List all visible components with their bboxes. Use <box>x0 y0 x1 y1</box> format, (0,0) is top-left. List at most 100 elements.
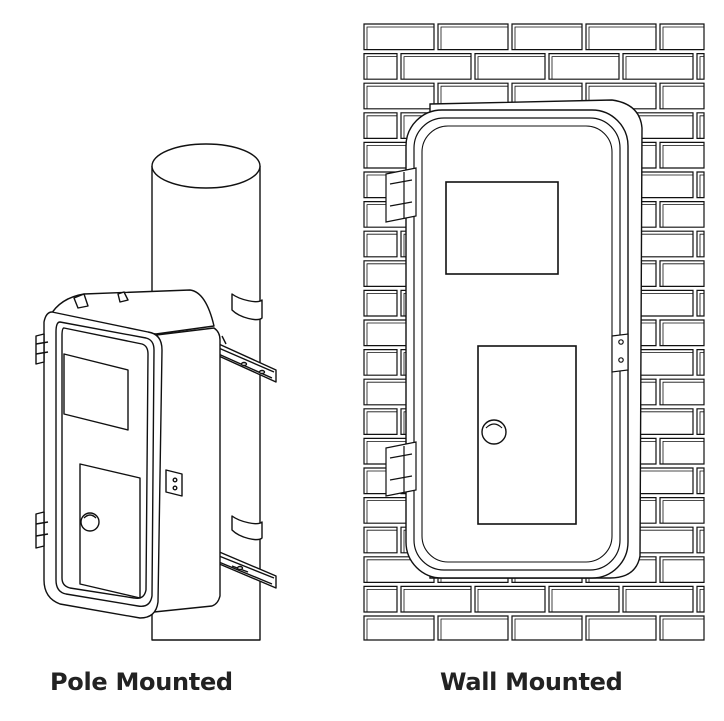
brick-shade <box>699 352 704 376</box>
pole-top <box>151 143 261 189</box>
brick <box>400 53 472 80</box>
brick-shade <box>477 589 545 612</box>
brick <box>511 615 583 641</box>
brick-shade <box>551 56 619 80</box>
brick-shade <box>699 529 704 553</box>
brick-shade <box>440 85 508 109</box>
brick <box>363 112 398 139</box>
brick <box>696 349 705 376</box>
wall-hinge-upper <box>385 167 417 223</box>
brick-shade <box>662 26 704 50</box>
brick <box>659 141 705 169</box>
brick <box>585 615 657 641</box>
brick <box>659 615 705 641</box>
brick-shade <box>662 145 704 168</box>
brick-shade <box>588 26 656 50</box>
pole-enclosure-panel <box>79 463 141 599</box>
brick-shade <box>699 115 704 139</box>
brick-shade <box>366 293 397 316</box>
brick-shade <box>699 174 704 198</box>
pole-enclosure-side <box>147 327 221 613</box>
brick <box>659 556 705 583</box>
brick <box>622 585 694 613</box>
brick-shade <box>699 411 704 435</box>
brick <box>474 585 546 613</box>
brick-shade <box>366 589 397 612</box>
brick-shade <box>440 618 508 640</box>
pole-mounted-caption: Pole Mounted <box>50 668 233 696</box>
brick-shade <box>662 618 704 640</box>
pole-hinge-upper <box>35 333 45 365</box>
brick-shade <box>366 233 397 257</box>
brick-shade <box>699 233 704 257</box>
brick-shade <box>366 56 397 80</box>
brick <box>659 497 705 524</box>
wall-latch <box>611 333 629 373</box>
brick-shade <box>662 500 704 524</box>
brick-shade <box>699 470 704 494</box>
brick <box>659 319 705 347</box>
brick <box>696 112 705 139</box>
brick-shade <box>625 56 693 80</box>
brick <box>437 615 509 641</box>
brick <box>363 585 398 613</box>
brick <box>696 585 705 613</box>
brick <box>548 585 620 613</box>
brick <box>363 23 435 51</box>
brick-shade <box>662 263 704 287</box>
brick <box>659 23 705 51</box>
brick <box>400 585 472 613</box>
brick-shade <box>366 115 397 139</box>
wall-enclosure-window <box>445 181 559 275</box>
brick-shade <box>625 589 693 612</box>
brick-shade <box>588 618 656 640</box>
brick-shade <box>514 85 582 109</box>
brick <box>363 53 398 80</box>
brick-shade <box>366 411 397 435</box>
brick-shade <box>366 529 397 553</box>
brick-shade <box>366 26 434 50</box>
brick <box>659 82 705 110</box>
brick <box>696 230 705 258</box>
brick-shade <box>551 589 619 612</box>
brick-shade <box>440 26 508 50</box>
brick-shade <box>366 618 434 640</box>
pole-enclosure-window <box>63 353 129 431</box>
wall-mounted-illustration <box>363 23 705 641</box>
brick <box>363 615 435 641</box>
brick-shade <box>662 85 704 109</box>
brick <box>696 53 705 80</box>
brick <box>659 437 705 465</box>
brick <box>511 23 583 51</box>
brick <box>696 171 705 199</box>
brick-shade <box>403 56 471 80</box>
brick-shade <box>514 618 582 640</box>
brick <box>696 408 705 435</box>
brick-shade <box>366 352 397 376</box>
brick <box>696 289 705 317</box>
pole-latch <box>165 469 183 497</box>
brick <box>363 82 435 110</box>
brick <box>659 378 705 406</box>
pole-mounted-illustration <box>35 143 277 641</box>
wall-hinge-lower <box>385 441 417 497</box>
brick <box>437 23 509 51</box>
brick <box>363 526 398 554</box>
brick-shade <box>366 85 434 109</box>
brick <box>696 467 705 495</box>
brick <box>363 230 398 258</box>
brick <box>363 349 398 376</box>
pole-bracket-upper <box>209 293 277 383</box>
brick-shade <box>662 441 704 464</box>
pole-hinge-lower <box>35 511 45 549</box>
brick-shade <box>699 56 704 80</box>
brick-shade <box>514 26 582 50</box>
brick-shade <box>662 322 704 346</box>
brick <box>622 53 694 80</box>
wall-mounted-caption: Wall Mounted <box>440 668 623 696</box>
brick <box>696 526 705 554</box>
brick-shade <box>699 293 704 316</box>
brick-shade <box>477 56 545 80</box>
brick-shade <box>403 589 471 612</box>
